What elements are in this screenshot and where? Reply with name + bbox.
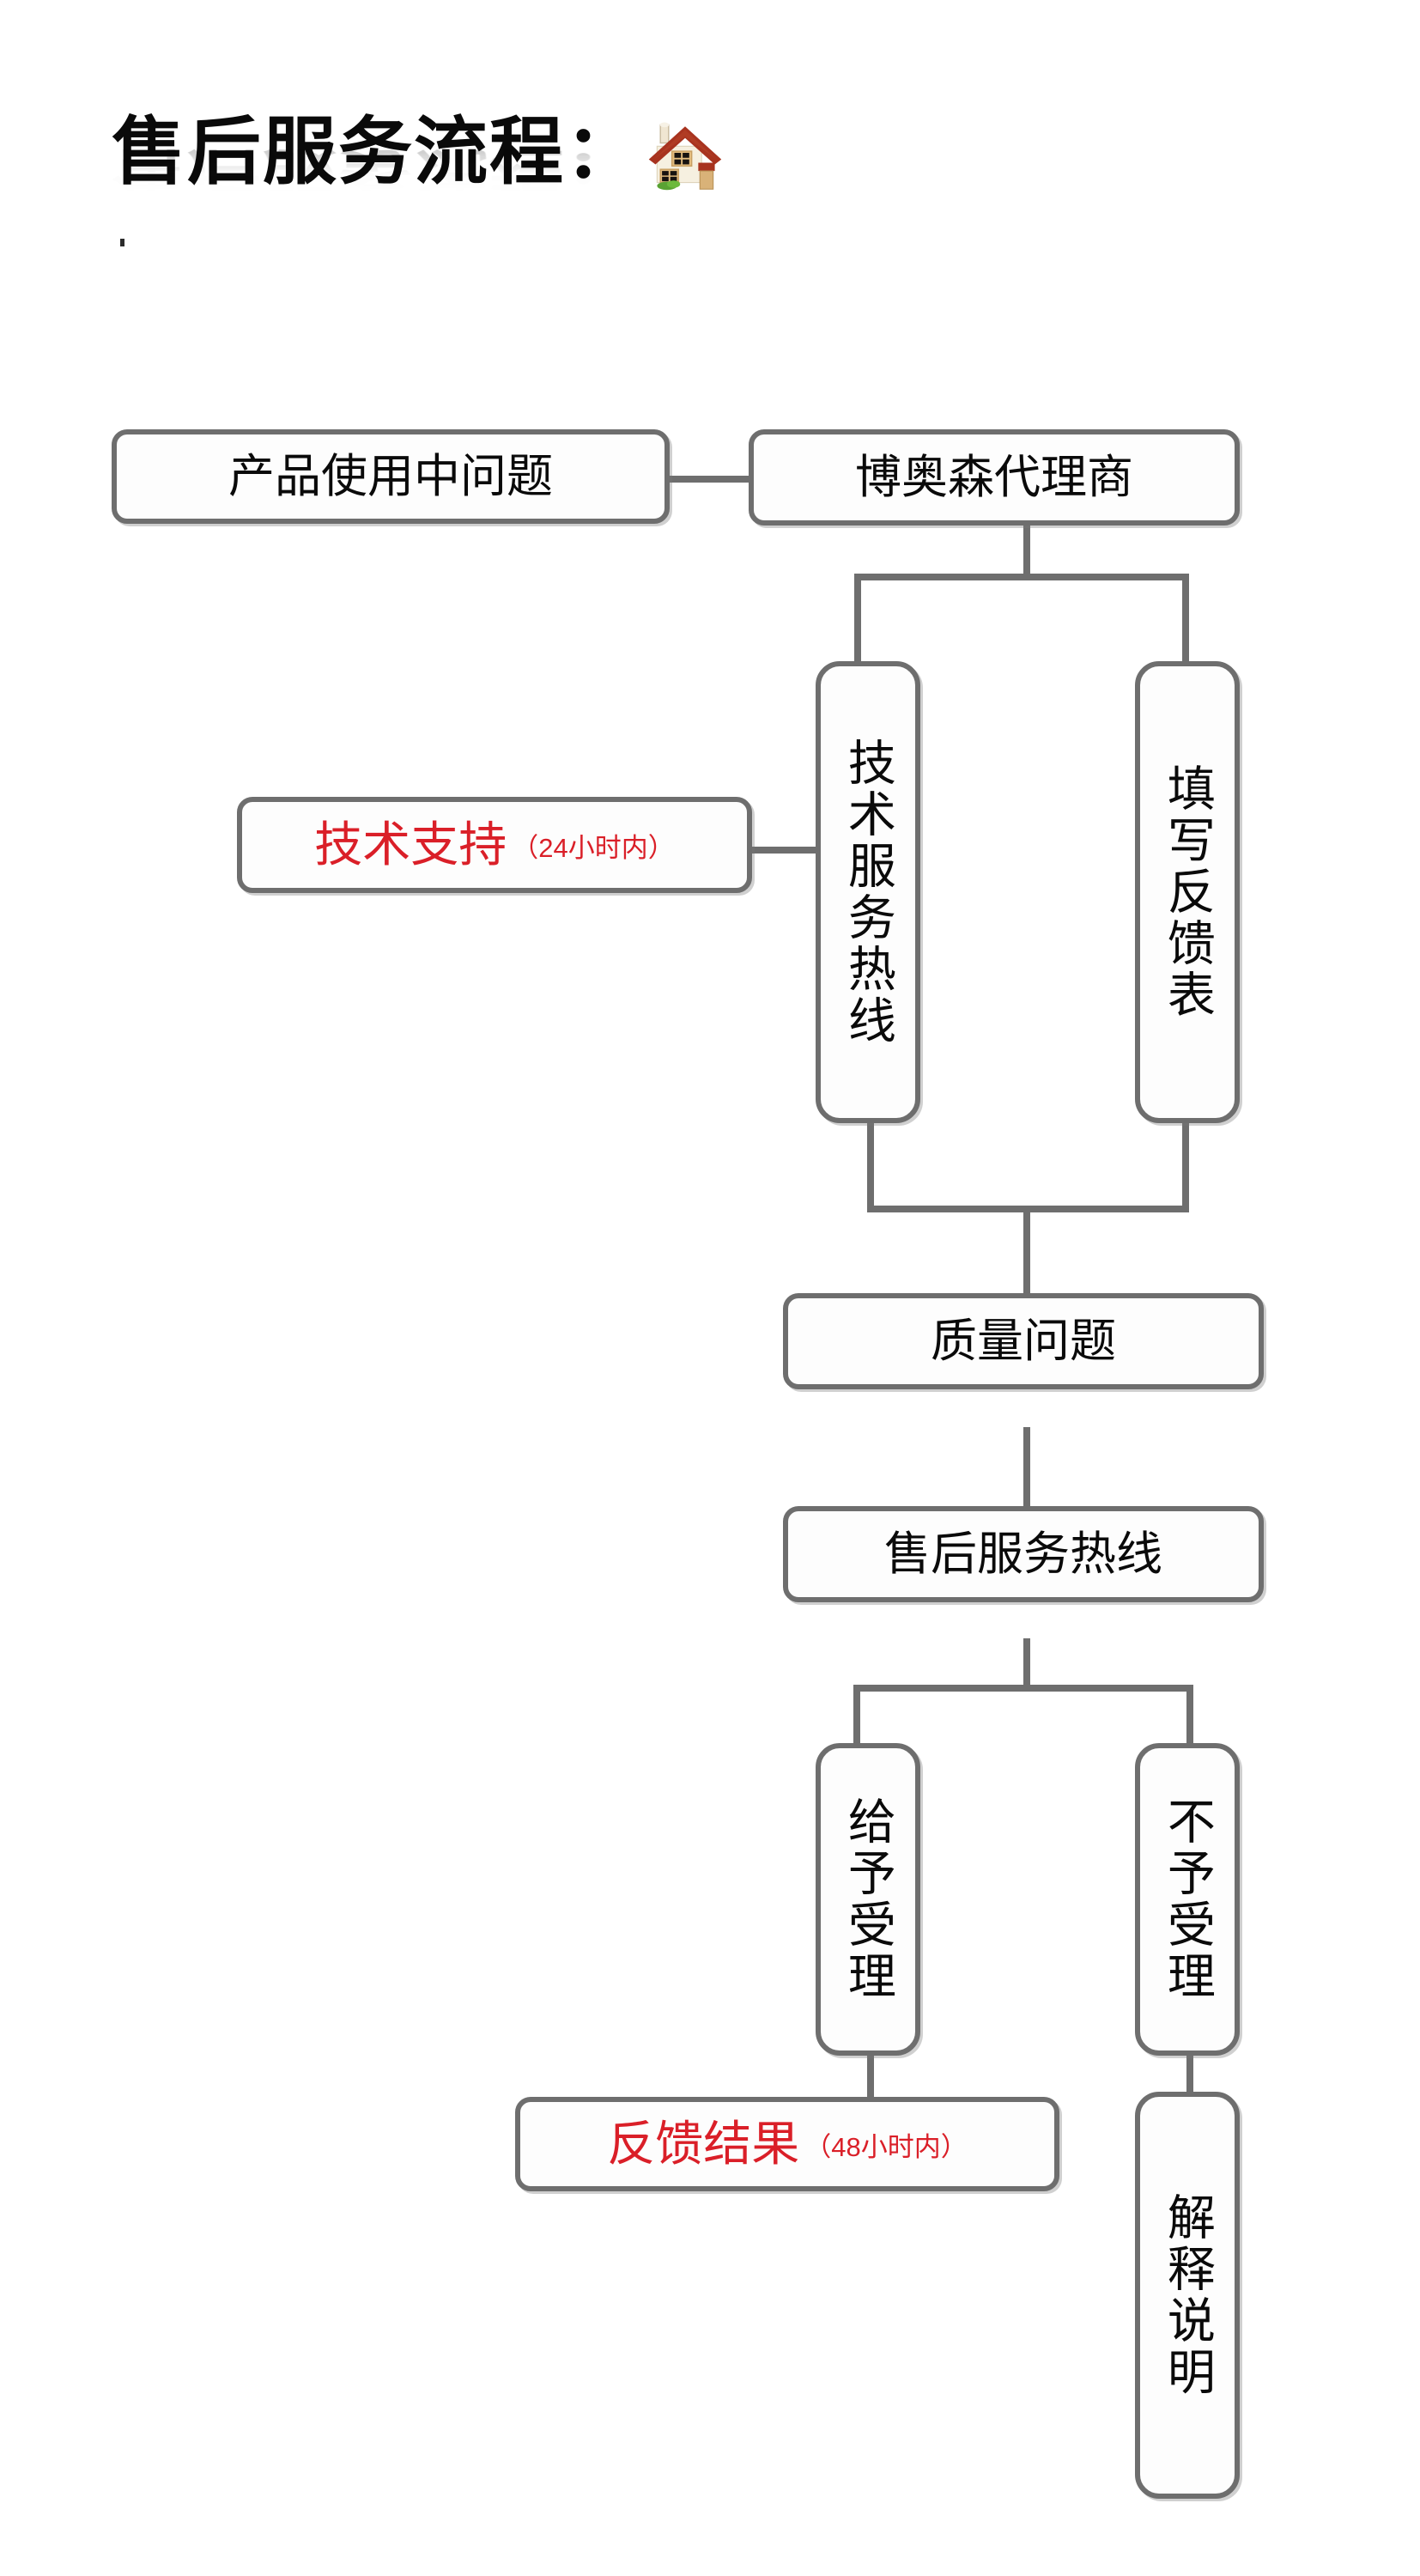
stray-mark bbox=[120, 239, 124, 246]
node-service-hotline[interactable]: 售后服务热线 bbox=[783, 1506, 1264, 1602]
node-quality-issue-label: 质量问题 bbox=[931, 1315, 1116, 1367]
edge-quality-issue-to-service-hotline bbox=[1023, 1427, 1030, 1513]
edge-product-issue-to-agent bbox=[668, 476, 754, 483]
node-quality-issue[interactable]: 质量问题 bbox=[783, 1293, 1264, 1389]
edge-tech-support-to-tech-hotline bbox=[745, 847, 865, 854]
node-accept[interactable]: 给予受理 bbox=[816, 1743, 920, 2056]
edge-agent-stem bbox=[1023, 526, 1030, 579]
node-product-issue-label: 产品使用中问题 bbox=[228, 450, 553, 502]
edge-service-to-accept bbox=[853, 1685, 860, 1777]
edge-service-split-bar bbox=[853, 1685, 1193, 1692]
node-service-hotline-label: 售后服务热线 bbox=[884, 1528, 1162, 1580]
edge-merge-to-quality-issue bbox=[1023, 1206, 1030, 1300]
node-tech-support[interactable]: 技术支持 （24小时内） bbox=[237, 797, 752, 893]
node-reject-label: 不予受理 bbox=[1161, 1796, 1216, 2002]
edge-agent-to-feedback-form bbox=[1182, 574, 1189, 668]
node-feedback-form-label: 填写反馈表 bbox=[1161, 763, 1216, 1021]
page-title-reflection: 售后服务流程： bbox=[112, 143, 640, 196]
house-icon bbox=[648, 122, 722, 191]
node-feedback-form[interactable]: 填写反馈表 bbox=[1135, 661, 1240, 1123]
edge-service-to-reject bbox=[1186, 1685, 1193, 1777]
edge-agent-split-bar bbox=[854, 574, 1189, 580]
node-feedback-result-label: 反馈结果 bbox=[607, 2116, 800, 2171]
node-tech-support-note: （24小时内） bbox=[512, 832, 675, 863]
node-tech-hotline-label: 技术服务热线 bbox=[841, 738, 896, 1047]
node-explanation[interactable]: 解释说明 bbox=[1135, 2092, 1240, 2499]
node-agent[interactable]: 博奥森代理商 bbox=[749, 429, 1240, 526]
node-feedback-result[interactable]: 反馈结果 （48小时内） bbox=[515, 2097, 1059, 2191]
edge-tech-hotline-down bbox=[867, 1116, 874, 1211]
node-feedback-result-note: （48小时内） bbox=[804, 2131, 968, 2162]
node-accept-label: 给予受理 bbox=[841, 1796, 896, 2002]
page-title: 售后服务流程： bbox=[112, 111, 640, 193]
title-row: 售后服务流程： bbox=[112, 111, 884, 193]
node-tech-hotline[interactable]: 技术服务热线 bbox=[816, 661, 920, 1123]
node-product-issue[interactable]: 产品使用中问题 bbox=[112, 429, 670, 524]
node-agent-label: 博奥森代理商 bbox=[855, 451, 1133, 503]
node-tech-support-label: 技术支持 bbox=[314, 817, 507, 872]
edge-agent-to-tech-hotline bbox=[854, 574, 861, 668]
node-reject[interactable]: 不予受理 bbox=[1135, 1743, 1240, 2056]
page-title-area: 售后服务流程： bbox=[112, 112, 884, 318]
edge-feedback-form-down bbox=[1182, 1116, 1189, 1211]
node-explanation-label: 解释说明 bbox=[1161, 2192, 1216, 2398]
edge-service-hotline-stem bbox=[1023, 1638, 1030, 1692]
